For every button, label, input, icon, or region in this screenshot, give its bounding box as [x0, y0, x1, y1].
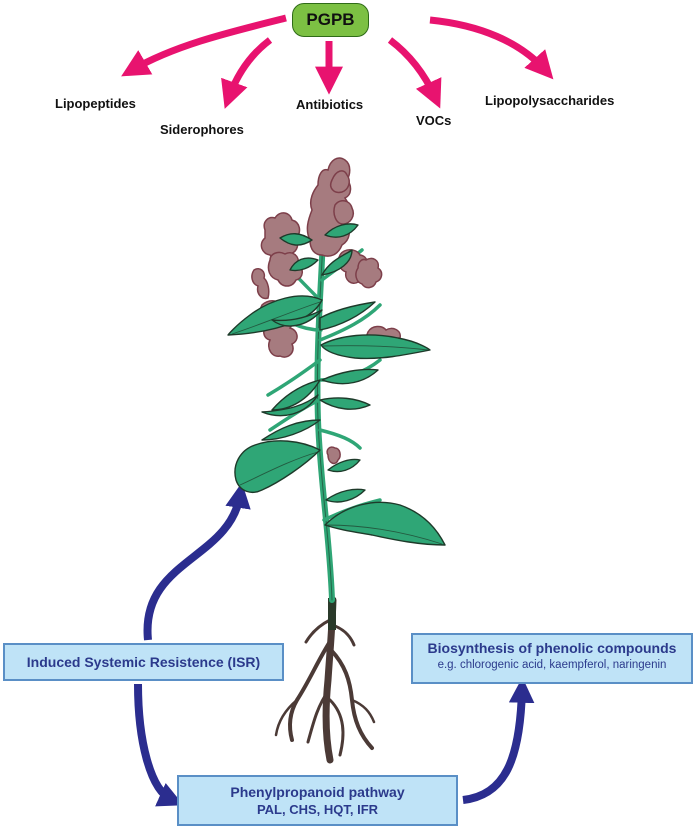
arrow-to-vocs: [387, 37, 442, 109]
phenylpropanoid-box: Phenylpropanoid pathway PAL, CHS, HQT, I…: [177, 775, 458, 826]
arrow-to-lipopeptides: [121, 14, 287, 77]
pgpb-arrows: [121, 14, 554, 109]
leaves: [227, 223, 446, 546]
roots: [274, 596, 376, 764]
phenylpropanoid-title: Phenylpropanoid pathway: [230, 784, 405, 800]
biosynthesis-title: Biosynthesis of phenolic compounds: [427, 640, 677, 656]
label-antibiotics: Antibiotics: [296, 97, 364, 112]
isr-box: Induced Systemic Resistence (ISR): [3, 643, 284, 681]
label-siderophores: Siderophores: [160, 122, 244, 137]
biosynthesis-examples: e.g. chlorogenic acid, kaempferol, narin…: [437, 659, 667, 671]
arrow-isr-to-leaf: [143, 482, 251, 641]
label-vocs: VOCs: [416, 113, 452, 128]
phenylpropanoid-enzymes: PAL, CHS, HQT, IFR: [256, 802, 379, 817]
arrow-to-lipopolysaccharides: [429, 16, 554, 80]
biosynthesis-box: Biosynthesis of phenolic compounds e.g. …: [411, 633, 693, 684]
plant-illustration: [227, 157, 446, 764]
label-lipopolysaccharides: Lipopolysaccharides: [485, 93, 615, 108]
arrow-phenylpropanoid-to-biosynthesis: [462, 677, 535, 804]
isr-label: Induced Systemic Resistence (ISR): [26, 654, 261, 670]
pgpb-label: PGPB: [306, 10, 355, 29]
pgpb-badge: PGPB: [292, 3, 369, 37]
label-lipopeptides: Lipopeptides: [55, 96, 136, 111]
arrow-isr-to-phenylpropanoid: [134, 683, 184, 807]
arrow-to-siderophores: [221, 37, 273, 109]
pathway-arrows: [134, 482, 535, 807]
